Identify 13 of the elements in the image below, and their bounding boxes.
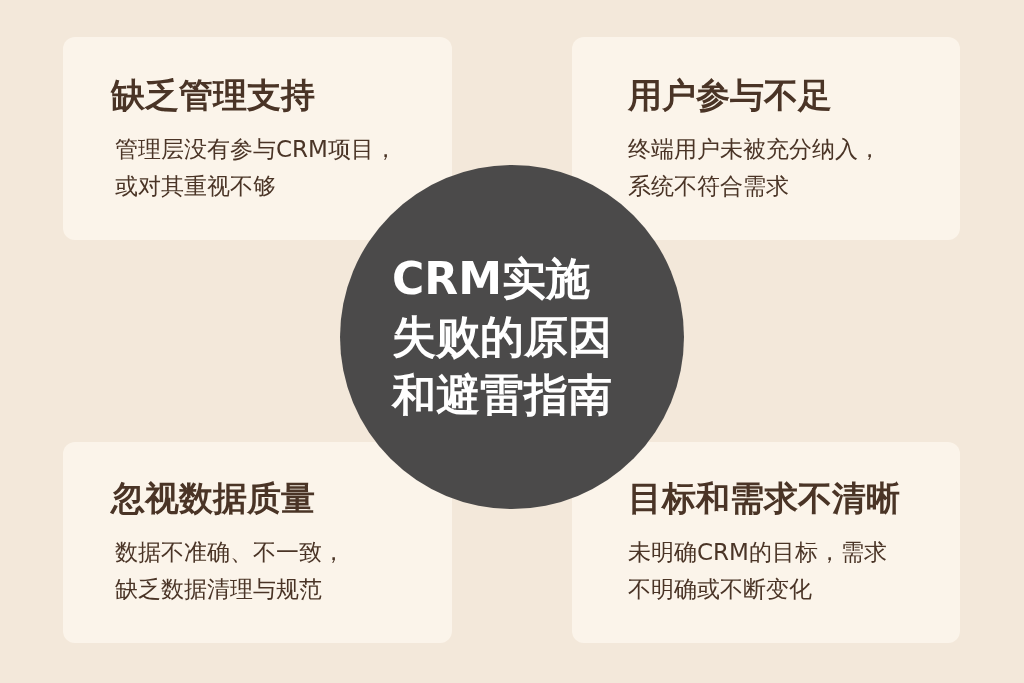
reason-card [572,37,960,240]
card-description: 管理层没有参与CRM项目，或对其重视不够 [115,135,398,201]
reason-card [572,442,960,643]
card-description: 未明确CRM的目标，需求不明确或不断变化 [628,538,888,604]
card-description: 终端用户未被充分纳入，系统不符合需求 [628,135,882,201]
reason-card [63,442,452,643]
card-heading: 缺乏管理支持 [111,74,315,117]
card-description: 数据不准确、不一致，缺乏数据清理与规范 [115,538,346,604]
card-heading: 目标和需求不清晰 [628,477,900,520]
card-heading: 忽视数据质量 [111,477,315,520]
card-heading: 用户参与不足 [628,74,832,117]
reason-card [63,37,452,240]
circle-title: CRM实施失败的原因和避雷指南 [392,252,613,422]
